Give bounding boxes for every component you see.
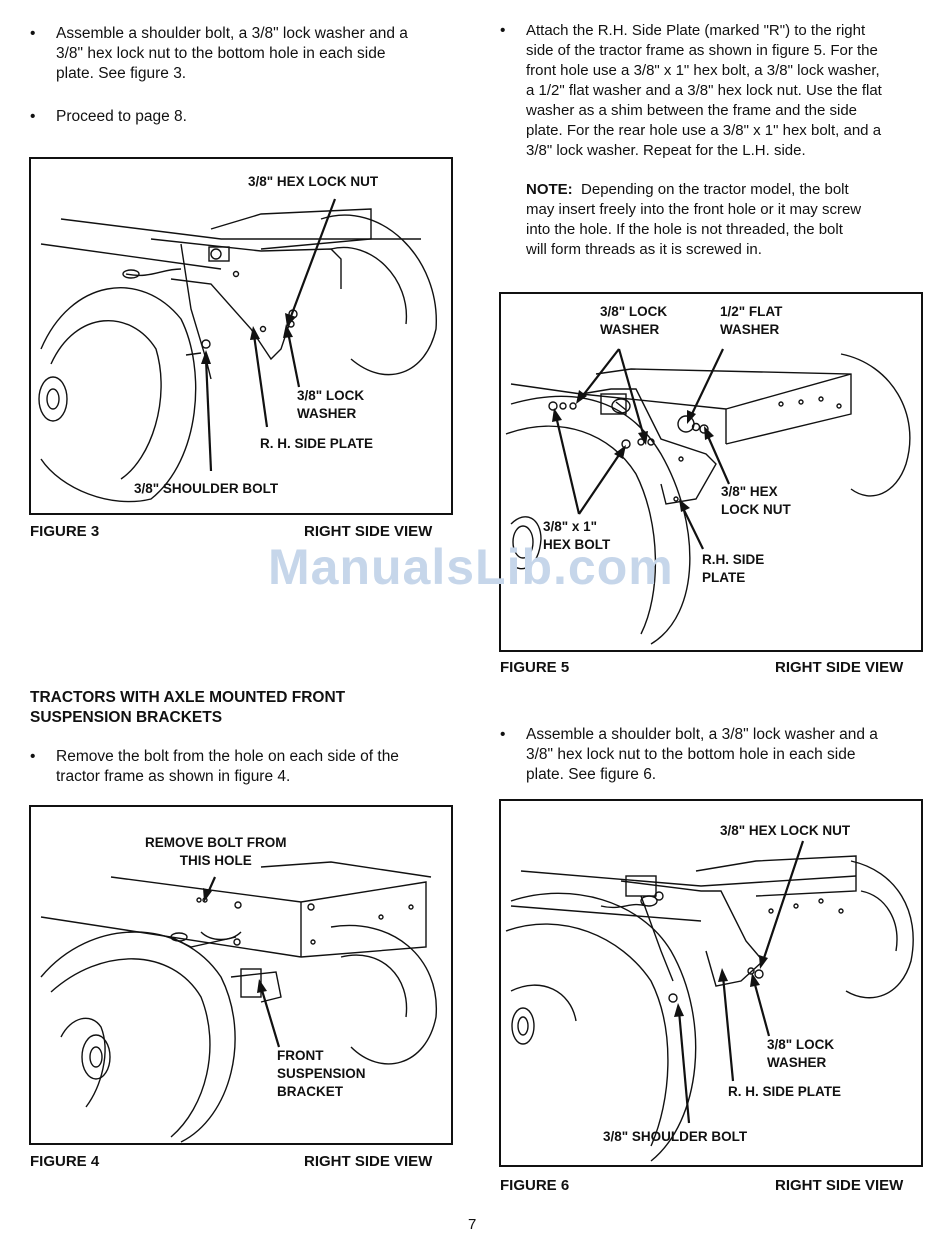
callout-side-plate: R. H. SIDE PLATE xyxy=(260,436,374,451)
figure-6-label: FIGURE 6 xyxy=(500,1177,570,1194)
callout-line: REMOVE BOLT FROM xyxy=(145,835,287,850)
callout-line: WASHER xyxy=(720,322,780,337)
callout-hex-lock-nut: 3/8" HEX LOCK NUT xyxy=(720,823,851,838)
text-line: side of the tractor frame as shown in fi… xyxy=(526,42,878,59)
figure-4-drawing xyxy=(40,861,437,1143)
page-number: 7 xyxy=(468,1216,477,1233)
callout-line: THIS HOLE xyxy=(179,853,252,868)
figure-4: REMOVE BOLT FROM THIS HOLE FRONT SUSPENS… xyxy=(29,805,453,1145)
callout-line: WASHER xyxy=(297,406,357,421)
watermark: ManualsLib.com xyxy=(268,539,674,595)
callout-line: 3/8" x 1" xyxy=(543,519,598,534)
note-label: NOTE: xyxy=(526,181,573,198)
figure-5: 3/8" LOCK WASHER 1/2" FLAT WASHER 3/8" H… xyxy=(499,292,923,652)
callout-line: WASHER xyxy=(600,322,660,337)
callout-line: R.H. SIDE xyxy=(702,552,765,567)
text-line: plate. For the rear hole use a 3/8" x 1"… xyxy=(526,122,882,139)
figure-4-view: RIGHT SIDE VIEW xyxy=(304,1153,433,1170)
text-line: NOTE: Depending on the tractor model, th… xyxy=(526,180,936,200)
heading-line: SUSPENSION BRACKETS xyxy=(30,709,223,726)
callout-line: 1/2" FLAT xyxy=(720,304,783,319)
figure-3-label: FIGURE 3 xyxy=(30,523,100,540)
callout-side-plate: R.H. SIDE PLATE xyxy=(702,551,764,587)
note-text: Depending on the tractor model, the bolt xyxy=(581,181,849,198)
text-line: tractor frame as shown in figure 4. xyxy=(56,768,291,785)
callout-line: LOCK NUT xyxy=(721,502,791,517)
heading-line: TRACTORS WITH AXLE MOUNTED FRONT xyxy=(30,689,346,706)
note-paragraph: NOTE: Depending on the tractor model, th… xyxy=(526,180,936,260)
callout-line: HEX BOLT xyxy=(543,537,611,552)
figure-5-view: RIGHT SIDE VIEW xyxy=(775,659,904,676)
text-line: Assemble a shoulder bolt, a 3/8" lock wa… xyxy=(526,726,878,743)
text-line: into the hole. If the hole is not thread… xyxy=(526,221,843,238)
callout-hex-lock-nut: 3/8" HEX LOCK NUT xyxy=(721,483,791,519)
figure-5-label: FIGURE 5 xyxy=(500,659,570,676)
bullet-marker: • xyxy=(30,108,36,125)
callout-lock-washer: 3/8" LOCK WASHER xyxy=(767,1036,834,1072)
text-line: Remove the bolt from the hole on each si… xyxy=(56,748,399,765)
callout-lock-washer: 3/8" LOCK WASHER xyxy=(297,387,364,423)
text-line: Proceed to page 8. xyxy=(56,108,187,125)
figure-6-view: RIGHT SIDE VIEW xyxy=(775,1177,904,1194)
callout-line: FRONT xyxy=(277,1048,324,1063)
callout-line: BRACKET xyxy=(277,1084,343,1099)
text-line: Assemble a shoulder bolt, a 3/8" lock wa… xyxy=(56,25,408,42)
callout-flat-washer: 1/2" FLAT WASHER xyxy=(720,303,782,339)
figure-3-drawing xyxy=(38,198,437,503)
callout-line: SUSPENSION xyxy=(277,1066,366,1081)
text-line: 3/8" hex lock nut to the bottom hole in … xyxy=(526,746,856,763)
callout-line: WASHER xyxy=(767,1055,827,1070)
callout-line: 3/8" LOCK xyxy=(767,1037,835,1052)
callout-shoulder-bolt: 3/8" SHOULDER BOLT xyxy=(134,481,279,496)
text-line: 3/8" hex lock nut to the bottom hole in … xyxy=(56,45,386,62)
text-line: may insert freely into the front hole or… xyxy=(526,201,862,218)
text-line: will form threads as it is screwed in. xyxy=(526,241,762,258)
text-line: 3/8" lock washer. Repeat for the L.H. si… xyxy=(526,142,806,159)
callout-side-plate: R. H. SIDE PLATE xyxy=(728,1084,842,1099)
bullet-marker: • xyxy=(30,25,36,42)
text-line: plate. See figure 3. xyxy=(56,65,187,82)
callout-lock-washer: 3/8" LOCK WASHER xyxy=(600,303,667,339)
figure-4-label: FIGURE 4 xyxy=(30,1153,100,1170)
text-line: plate. See figure 6. xyxy=(526,766,657,783)
figure-6: 3/8" HEX LOCK NUT 3/8" LOCK WASHER R. H.… xyxy=(499,799,923,1167)
callout-line: 3/8" HEX xyxy=(721,484,778,499)
callout-hex-lock-nut: 3/8" HEX LOCK NUT xyxy=(248,174,379,189)
text-line: front hole use a 3/8" x 1" hex bolt, a 3… xyxy=(526,62,880,79)
text-line: a 1/2" flat washer and a 3/8" hex lock n… xyxy=(526,82,882,99)
figure-6-drawing xyxy=(505,840,914,1162)
callout-line: 3/8" LOCK xyxy=(600,304,668,319)
bullet-marker: • xyxy=(30,748,36,765)
bullet-marker: • xyxy=(500,22,506,39)
callout-line: PLATE xyxy=(702,570,746,585)
callout-line: 3/8" LOCK xyxy=(297,388,365,403)
section-heading: TRACTORS WITH AXLE MOUNTED FRONT SUSPENS… xyxy=(30,688,345,728)
figure-3-view: RIGHT SIDE VIEW xyxy=(304,523,433,540)
callout-hex-bolt: 3/8" x 1" HEX BOLT xyxy=(543,518,610,554)
callout-shoulder-bolt: 3/8" SHOULDER BOLT xyxy=(603,1129,748,1144)
bullet-text: Assemble a shoulder bolt, a 3/8" lock wa… xyxy=(56,24,408,84)
callout-remove-bolt: REMOVE BOLT FROM THIS HOLE xyxy=(145,834,287,870)
figure-5-drawing xyxy=(505,348,911,645)
bullet-marker: • xyxy=(500,726,506,743)
text-line: washer as a shim between the frame and t… xyxy=(526,102,858,119)
figure-3: 3/8" HEX LOCK NUT 3/8" LOCK WASHER R. H.… xyxy=(29,157,453,515)
callout-front-bracket: FRONT SUSPENSION BRACKET xyxy=(277,1047,366,1101)
text-line: Attach the R.H. Side Plate (marked "R") … xyxy=(526,22,866,39)
